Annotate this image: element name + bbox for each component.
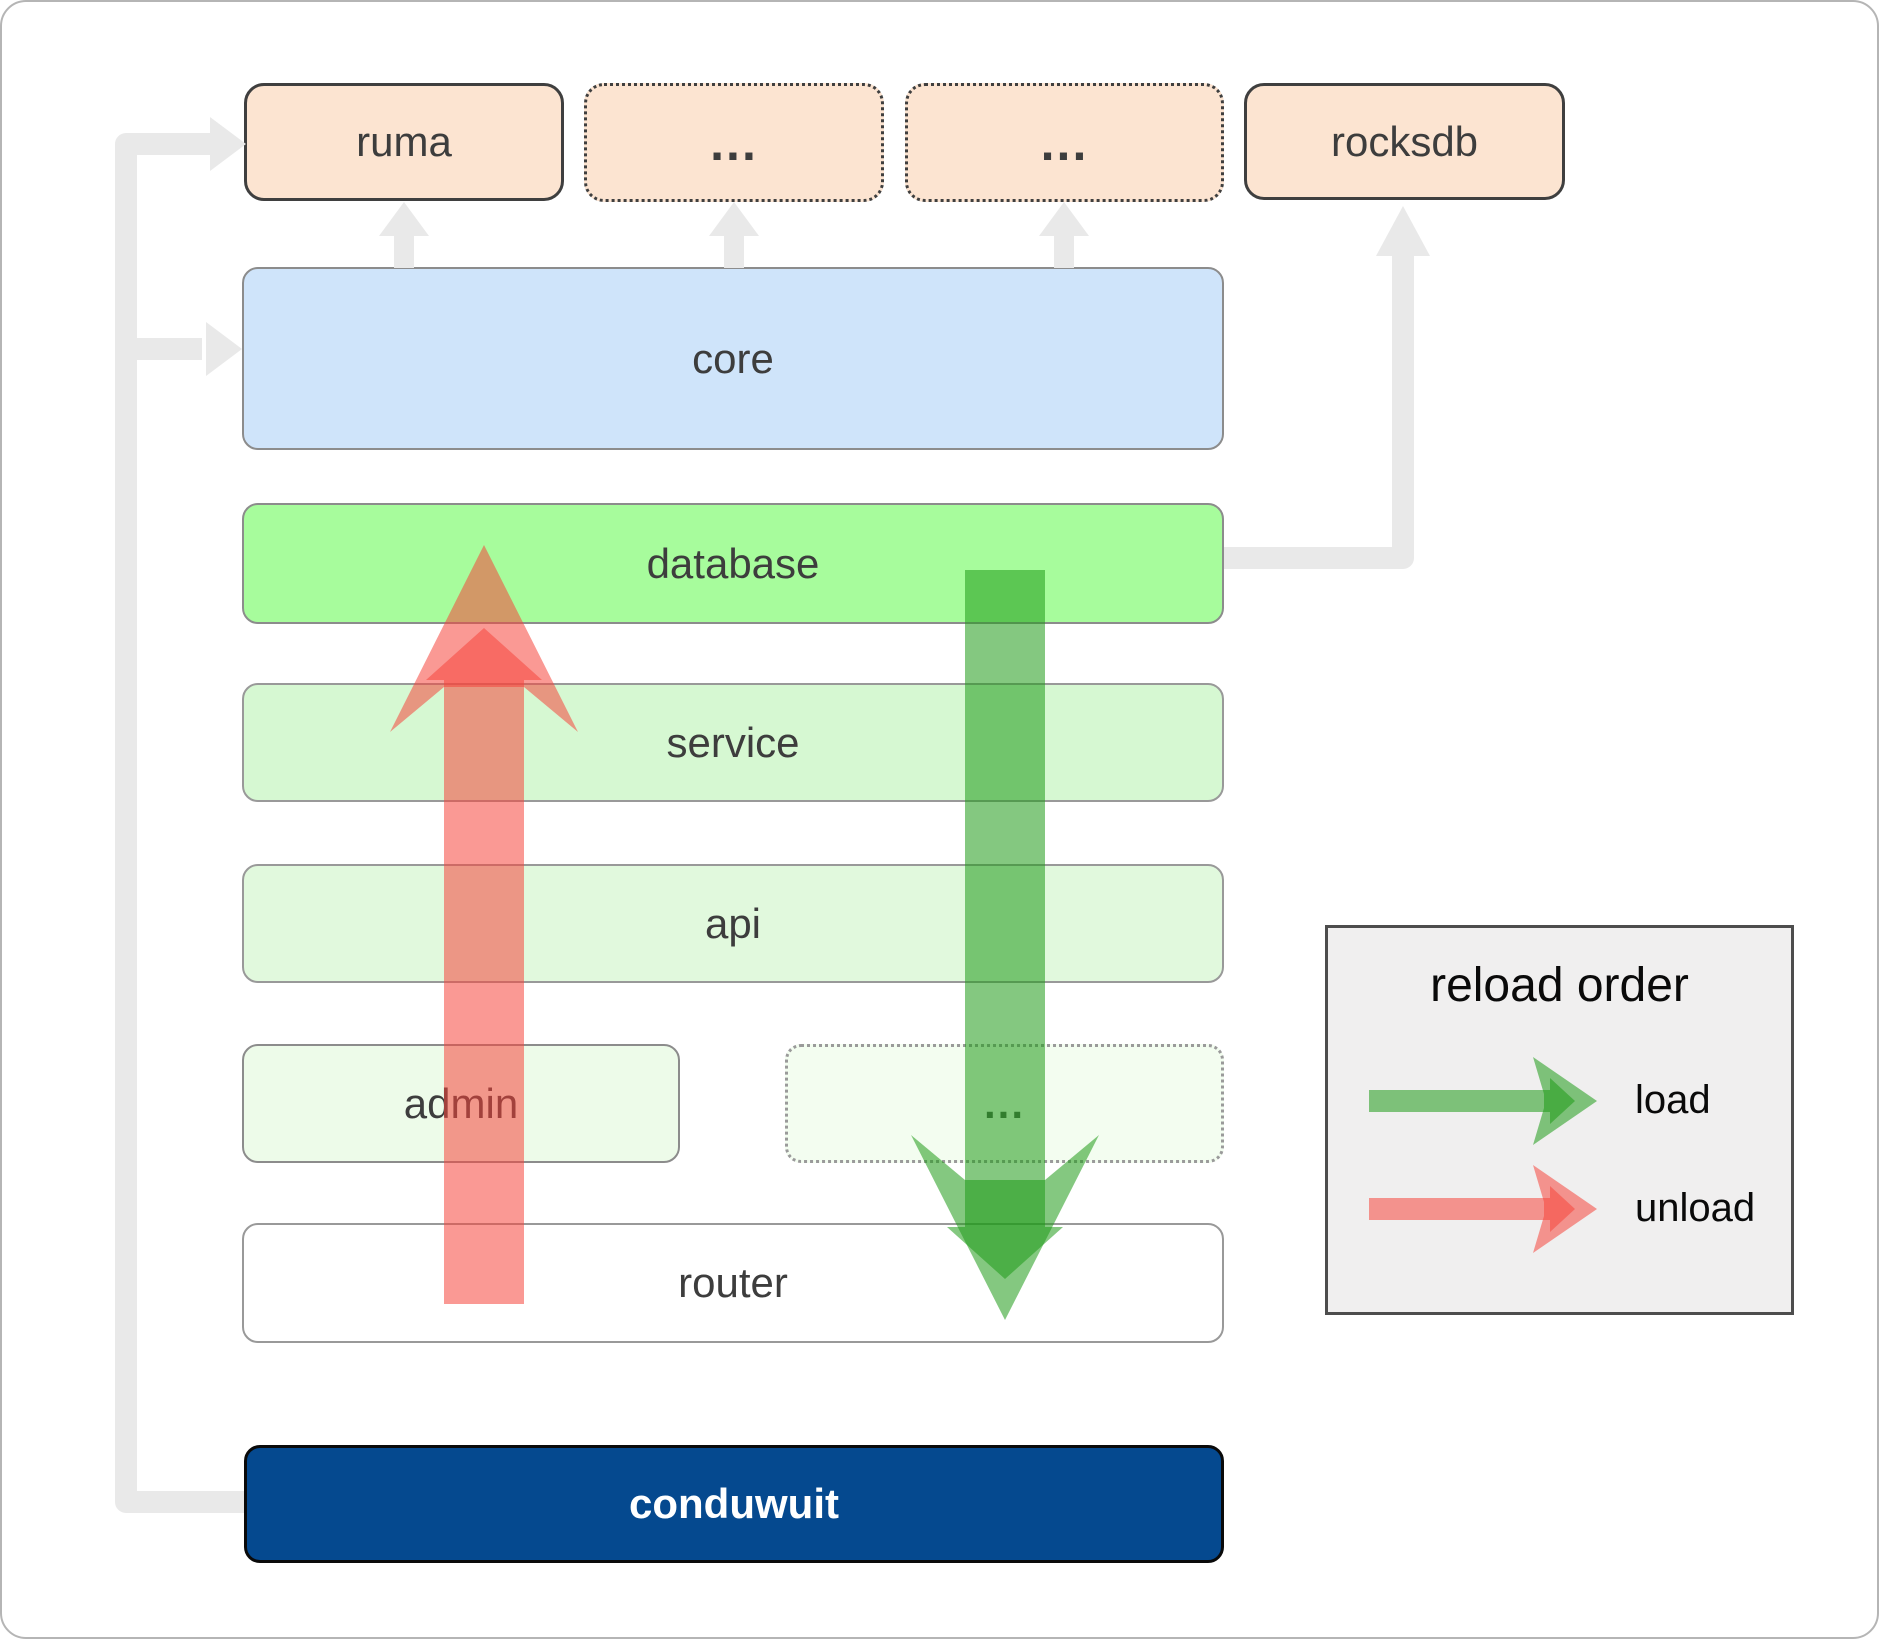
node-core-label: core — [692, 334, 774, 382]
legend-reload-order: reload order load unload — [1325, 925, 1794, 1315]
legend-unload-label: unload — [1635, 1186, 1756, 1230]
node-database: database — [242, 503, 1224, 624]
unload-arrow-icon — [1369, 1186, 1575, 1232]
node-database-label: database — [646, 539, 820, 587]
node-ellipsis-c: ... — [785, 1044, 1224, 1163]
node-admin: admin — [242, 1044, 680, 1163]
arrowhead-into-ruma-icon — [210, 117, 246, 171]
node-conduwuit: conduwuit — [244, 1445, 1224, 1563]
node-ellipsis-a: ... — [584, 83, 884, 202]
node-service: service — [242, 683, 1224, 802]
node-ellipsis-b-label: ... — [1040, 114, 1089, 171]
arrowhead-core-to-ellipsis-a-icon — [709, 202, 759, 236]
node-api: api — [242, 864, 1224, 983]
node-core: core — [242, 267, 1224, 450]
node-router: router — [242, 1223, 1224, 1343]
arrowhead-into-rocksdb-icon — [1376, 206, 1430, 256]
node-rocksdb-label: rocksdb — [1330, 117, 1479, 165]
unload-arrow-icon-head — [1533, 1165, 1597, 1253]
load-arrow-icon-head — [1533, 1057, 1597, 1145]
node-ruma: ruma — [244, 83, 564, 201]
node-conduwuit-label: conduwuit — [629, 1480, 839, 1527]
connector-database-to-rocksdb — [1224, 254, 1414, 569]
arrowhead-core-to-ruma-icon — [379, 202, 429, 236]
node-router-label: router — [678, 1259, 788, 1306]
node-service-label: service — [666, 718, 800, 766]
node-ruma-label: ruma — [356, 118, 452, 165]
node-admin-label: admin — [403, 1079, 519, 1127]
legend-load-label: load — [1635, 1078, 1711, 1122]
arrowhead-into-core-icon — [206, 322, 242, 376]
node-rocksdb: rocksdb — [1244, 83, 1565, 200]
node-ellipsis-b: ... — [905, 83, 1224, 202]
node-ellipsis-a-label: ... — [710, 114, 758, 171]
legend-title: reload order — [1430, 959, 1689, 1012]
node-api-label: api — [704, 899, 762, 947]
load-arrow-icon — [1369, 1078, 1575, 1124]
arrowhead-core-to-ellipsis-b-icon — [1039, 202, 1089, 236]
connector-conduwuit-rail — [115, 133, 244, 1513]
node-ellipsis-c-label: ... — [983, 1079, 1025, 1127]
